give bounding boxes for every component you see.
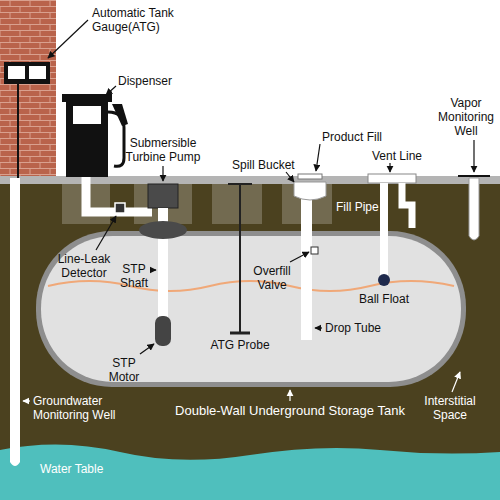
part-label: Line-Leak Detector <box>55 252 113 280</box>
vent-pipe <box>380 183 388 276</box>
vapor-well <box>469 178 479 240</box>
part-label: Automatic Tank Gauge(ATG) <box>92 6 188 34</box>
overfill-valve <box>311 247 318 254</box>
part-label: STP Shaft <box>117 262 151 290</box>
part-label: Fill Pipe <box>336 200 396 214</box>
spill-bucket <box>294 182 326 200</box>
tank-outer-wall <box>36 231 466 387</box>
part-label: Spill Bucket <box>232 158 302 172</box>
dispenser <box>66 100 108 177</box>
part-label: ATG Probe <box>205 338 275 352</box>
product-line <box>86 177 152 212</box>
part-label: Submersible Turbine Pump <box>118 136 208 164</box>
ground-surface <box>0 176 500 184</box>
part-label: Groundwater Monitoring Well <box>33 394 121 422</box>
water-table <box>0 444 500 500</box>
groundwater-well <box>10 178 20 466</box>
atg-post <box>17 82 19 178</box>
stp-head <box>148 184 178 208</box>
part-label: Drop Tube <box>325 321 395 335</box>
part-label: Water Table <box>40 462 130 476</box>
brick-wall <box>0 0 56 178</box>
part-label: Vent Line <box>372 149 442 163</box>
part-label: Ball Float <box>349 292 419 306</box>
part-label: Overfill Valve <box>247 264 297 292</box>
part-label: Double-Wall Underground Storage Tank <box>170 404 410 418</box>
atg-probe <box>239 184 241 332</box>
fill-pipe <box>301 196 312 340</box>
ball-float <box>378 274 390 286</box>
stp-manifold <box>139 221 187 239</box>
liquid-level <box>48 281 454 291</box>
leader-lines <box>48 20 474 354</box>
part-label: STP Motor <box>107 356 141 384</box>
stp-motor <box>155 316 171 346</box>
line-leak-detector <box>115 203 125 213</box>
soil <box>0 182 500 500</box>
part-label: Dispenser <box>118 74 188 88</box>
vent-cap <box>368 174 416 183</box>
atg-box <box>4 62 50 84</box>
part-label: Interstitial Space <box>410 394 490 422</box>
product-fill-cap <box>298 174 322 179</box>
part-label: Product Fill <box>322 130 402 144</box>
tank-inner-wall <box>41 236 461 382</box>
sumps <box>62 184 332 224</box>
part-label: Vapor Monitoring Well <box>435 96 497 138</box>
